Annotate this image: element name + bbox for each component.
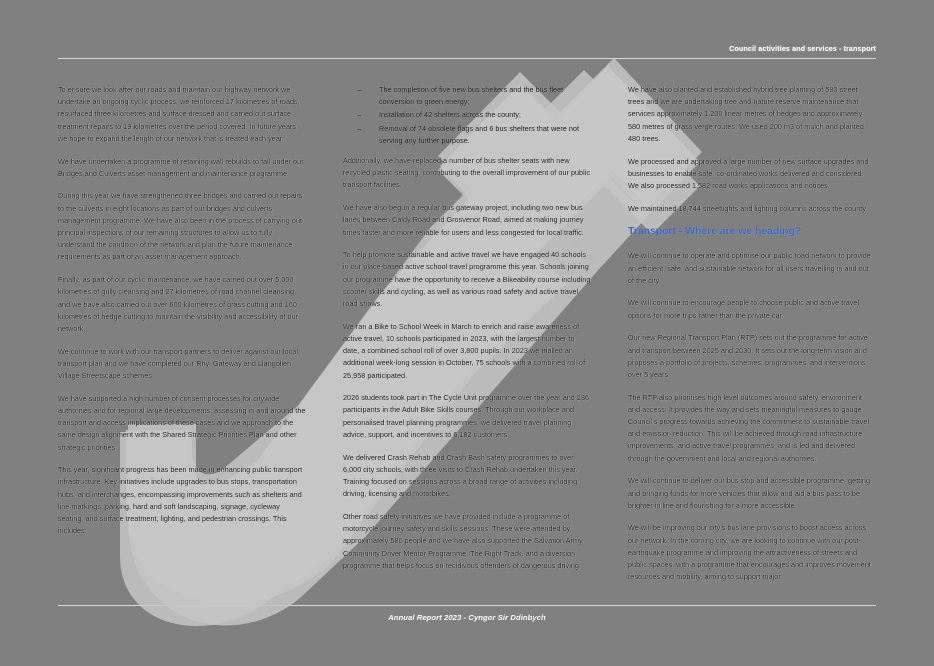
paragraph: To help promote sustainable and active t… xyxy=(343,250,591,309)
paragraph: We have undertaken a programme of retain… xyxy=(58,156,304,178)
dash-bullet-icon: – xyxy=(357,110,362,120)
list-item: – Removal of 74 obsolete flags and 6 bus … xyxy=(357,123,591,147)
paragraph: We ran a Bike to School Week in March to… xyxy=(343,321,586,380)
paragraph: This year, significant progress has been… xyxy=(58,465,303,536)
section-heading-transport: Transport - Where are we heading? xyxy=(628,226,802,238)
page-footer: Annual Report 2023 - Cyngor Sir Ddinbych xyxy=(58,605,876,631)
paragraph: We have also planted and established hyb… xyxy=(628,85,864,143)
paragraph: We have supported a high number of conse… xyxy=(58,393,306,452)
list-item: – The completion of five new bus shelters… xyxy=(357,84,591,108)
dash-bullet-icon: – xyxy=(357,123,362,133)
list-item-label: The completion of five new bus shelters … xyxy=(379,85,564,107)
paragraph: We will continue to operate and optimise… xyxy=(628,251,871,285)
header-divider xyxy=(58,58,876,59)
list-item-label: Installation of 42 shelters across the c… xyxy=(379,110,521,120)
column-right: We have also planted and established hyb… xyxy=(628,84,876,599)
paragraph: During this year we have strengthened th… xyxy=(58,191,303,262)
paragraph: We processed and approved a large number… xyxy=(628,156,869,190)
paragraph: We will be improving our city's bus lane… xyxy=(628,523,871,582)
paragraph: The RTP also prioritises high level outc… xyxy=(628,392,870,463)
paragraph: We will continue to encourage people to … xyxy=(628,298,860,320)
paragraph: To ensure we look after our roads and ma… xyxy=(58,85,300,143)
footer-label: Annual Report 2023 - Cyngor Sir Ddinbych xyxy=(388,613,546,622)
footer-divider xyxy=(58,605,876,606)
paragraph: Other road safety initiatives we have pr… xyxy=(343,511,583,570)
list-item: – Installation of 42 shelters across the … xyxy=(357,109,591,121)
paragraph: 2026 students took part in The Cycle Uni… xyxy=(343,393,590,439)
paragraph: We will continue to deliver our bus stop… xyxy=(628,476,871,510)
content-columns: To ensure we look after our roads and ma… xyxy=(58,84,876,599)
paragraph: Our new Regional Transport Plan (RTP) se… xyxy=(628,333,868,379)
bullet-list: – The completion of five new bus shelters… xyxy=(343,84,591,147)
paragraph: Additionally, we have replaced a number … xyxy=(343,156,591,190)
column-middle: – The completion of five new bus shelters… xyxy=(343,84,591,599)
paragraph: We continue to work with our transport p… xyxy=(58,346,298,381)
column-left: To ensure we look after our roads and ma… xyxy=(58,84,306,599)
list-item-label: Removal of 74 obsolete flags and 6 bus s… xyxy=(379,123,579,145)
page-header: Council activities and services - transp… xyxy=(58,44,876,66)
paragraph: Finally, as part of our cyclic maintenan… xyxy=(58,275,299,333)
paragraph: We delivered Crash Rehab and Crash Bash … xyxy=(343,452,578,499)
dash-bullet-icon: – xyxy=(357,85,362,94)
paragraph: We maintained 18,744 streetlights and li… xyxy=(628,203,868,213)
header-title: Council activities and services - transp… xyxy=(729,44,876,53)
paragraph: We have also begun a regular bus gateway… xyxy=(343,203,584,237)
